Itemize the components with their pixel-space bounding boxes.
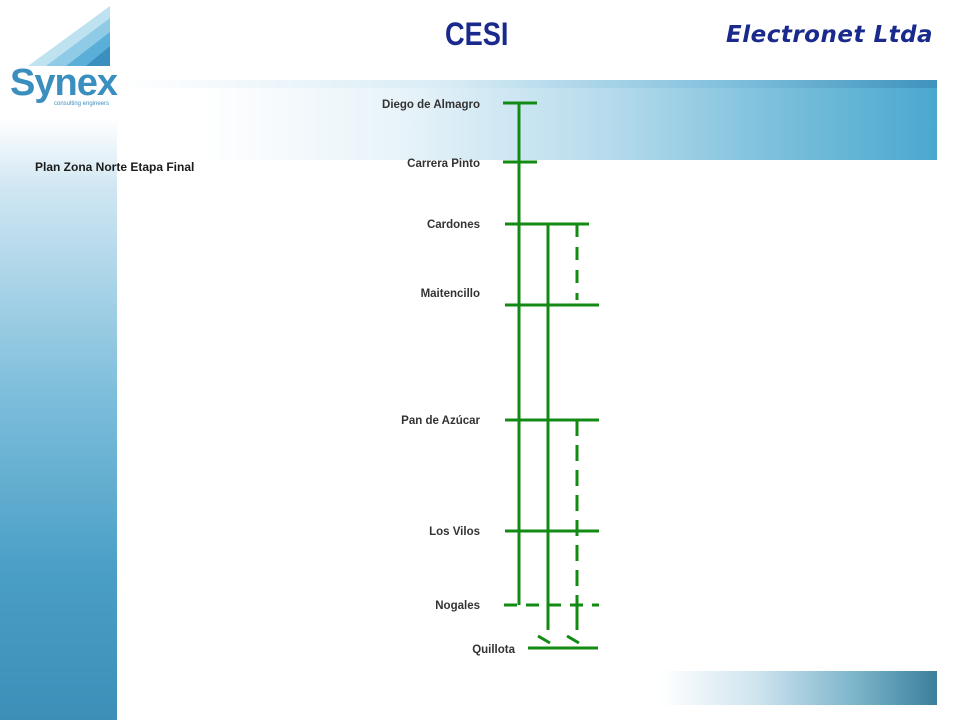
station-label-maitencillo: Maitencillo — [421, 288, 480, 300]
bottom-gradient-band — [660, 671, 937, 705]
page-title: CESI — [445, 16, 509, 52]
synex-logo — [8, 6, 123, 116]
logo-triangle-icon — [28, 6, 110, 66]
logo-wordmark: Synex — [10, 62, 118, 104]
brand-name: Electronet Ltda — [726, 22, 934, 48]
station-label-los-vilos: Los Vilos — [429, 526, 480, 538]
station-label-cardones: Cardones — [427, 219, 480, 231]
left-gradient-band — [0, 118, 117, 720]
station-label-pan-de-azucar: Pan de Azúcar — [401, 415, 480, 427]
station-label-quillota: Quillota — [472, 644, 515, 656]
station-label-carrera-pinto: Carrera Pinto — [407, 158, 480, 170]
station-label-diego-de-almagro: Diego de Almagro — [382, 99, 480, 111]
plan-title: Plan Zona Norte Etapa Final — [35, 160, 195, 174]
circuit-2-switch — [537, 634, 551, 645]
top-gradient-band — [117, 80, 937, 160]
logo-tagline: consulting engineers — [54, 101, 110, 107]
station-label-nogales: Nogales — [435, 600, 480, 612]
top-gradient-strip — [117, 80, 937, 88]
circuit-3-switch — [566, 634, 580, 645]
